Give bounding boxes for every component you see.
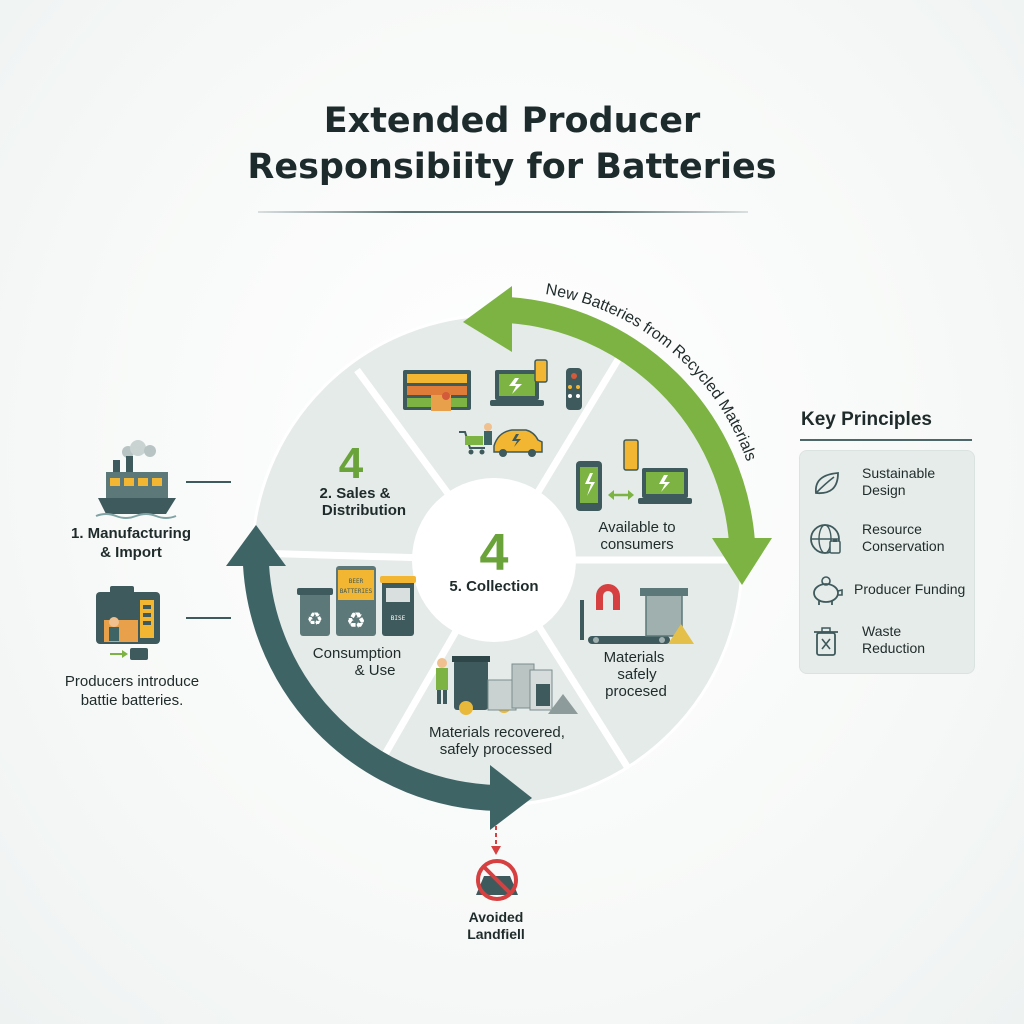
landfill-arrowhead bbox=[491, 846, 501, 855]
page-title: Extended Producer Responsibiity for Batt… bbox=[0, 98, 1024, 190]
consumption-label-line2: & Use bbox=[355, 662, 396, 679]
principle-waste-reduction: Waste Reduction bbox=[800, 617, 974, 667]
globe-icon bbox=[810, 524, 841, 554]
double-arrow-icon bbox=[608, 490, 634, 500]
sales-label-line1: 2. Sales & bbox=[320, 485, 391, 502]
manufacturing-label-line1: 1. Manufacturing bbox=[70, 525, 191, 542]
bin-2-illustration: BEER BATTERIES ♻ bbox=[336, 566, 376, 636]
available-label-line1: Available to bbox=[598, 519, 675, 536]
producer-battery-illustration bbox=[96, 586, 160, 660]
principle-producer-funding: Producer Funding bbox=[800, 567, 974, 617]
producers-label-line1: Producers introduce bbox=[64, 673, 200, 690]
collection-label: 5. Collection bbox=[449, 578, 538, 595]
green-arrowhead-left bbox=[463, 286, 512, 352]
waste-bin-icon bbox=[814, 627, 838, 656]
recovered-materials-illustration bbox=[436, 656, 578, 715]
leaf-icon bbox=[815, 472, 839, 495]
landfill-prohibited-icon bbox=[476, 859, 518, 901]
landfill-label: Avoided Landfiell bbox=[446, 909, 546, 943]
recovered-label-line1: Materials recovered, bbox=[429, 724, 565, 741]
manufacturing-label: 1. Manufacturing & Import bbox=[46, 524, 216, 562]
title-line-2: Responsibiity for Batteries bbox=[247, 147, 777, 187]
shop-illustration bbox=[403, 370, 471, 411]
svg-text:BEER: BEER bbox=[349, 578, 364, 585]
consumption-label-line1: Consumption bbox=[313, 645, 401, 662]
laptop-charging-illustration bbox=[623, 439, 692, 504]
principle-1-line2: Design bbox=[862, 482, 906, 498]
teal-arrowhead-right bbox=[490, 765, 532, 830]
svg-text:BISE: BISE bbox=[391, 615, 406, 622]
phone-illustration bbox=[576, 461, 602, 511]
piggy-bank-icon bbox=[813, 576, 843, 605]
principle-sustainable-design: Sustainable Design bbox=[800, 459, 974, 509]
bin-3-illustration: BISE bbox=[380, 576, 416, 636]
svg-text:♻: ♻ bbox=[307, 609, 323, 630]
principle-1-line1: Sustainable bbox=[862, 465, 936, 481]
laptop-illustration bbox=[490, 359, 548, 406]
title-divider bbox=[258, 211, 748, 213]
shopping-cart-illustration bbox=[459, 423, 492, 455]
processed-label-line3: procesed bbox=[605, 683, 667, 700]
green-arrowhead-down bbox=[712, 538, 772, 585]
electric-car-illustration bbox=[493, 429, 543, 457]
manufacturing-label-line2: & Import bbox=[100, 544, 162, 561]
landfill-label-line2: Landfiell bbox=[467, 926, 525, 942]
processed-label-line1: Materials bbox=[604, 649, 665, 666]
producers-label: Producers introduce battie batteries. bbox=[46, 672, 218, 710]
magnet-conveyor-illustration bbox=[580, 584, 694, 644]
teal-cycle-arrow bbox=[243, 564, 499, 811]
principle-resource-conservation: Resource Conservation bbox=[800, 515, 974, 565]
remote-illustration bbox=[566, 368, 582, 410]
bin-1-illustration: ♻ bbox=[297, 588, 333, 636]
key-principles-divider bbox=[800, 439, 972, 441]
producers-label-line2: battie batteries. bbox=[80, 692, 184, 709]
title-line-1: Extended Producer bbox=[323, 101, 701, 141]
recovered-label-line2: safely processed bbox=[440, 741, 553, 758]
collection-step-number: 4 bbox=[480, 524, 509, 582]
svg-text:♻: ♻ bbox=[346, 609, 366, 634]
available-label-line2: consumers bbox=[600, 536, 673, 553]
sales-label-line2: Distribution bbox=[322, 502, 406, 519]
teal-arrowhead-up bbox=[226, 525, 286, 566]
principle-2-line1: Resource bbox=[862, 521, 922, 537]
factory-ship-illustration bbox=[95, 440, 177, 519]
principle-3-line1: Producer Funding bbox=[854, 581, 966, 597]
green-cycle-arrow bbox=[507, 297, 755, 544]
principle-4-line2: Reduction bbox=[862, 640, 926, 656]
landfill-label-line1: Avoided bbox=[468, 909, 524, 925]
principle-2-line2: Conservation bbox=[862, 538, 945, 554]
key-principles-panel: Sustainable Design Resource Conservation… bbox=[799, 450, 975, 674]
principle-4-line1: Waste bbox=[862, 623, 902, 639]
svg-text:BATTERIES: BATTERIES bbox=[340, 588, 373, 595]
center-circle bbox=[412, 478, 576, 642]
key-principles-heading: Key Principles bbox=[801, 409, 932, 430]
sales-step-number: 4 bbox=[339, 439, 364, 488]
processed-label-line2: safely bbox=[617, 666, 657, 683]
